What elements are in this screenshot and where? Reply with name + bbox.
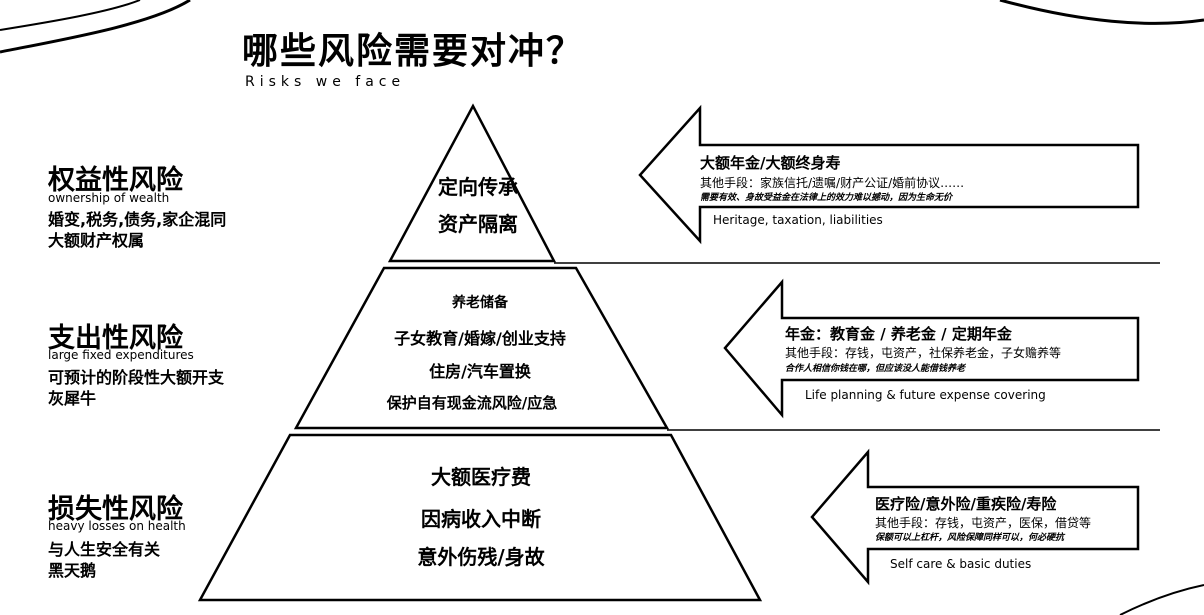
category-title-expense: 支出性风险 [48,323,183,354]
pyramid-tier-middle [293,266,670,430]
category-en-expense: large fixed expenditures [48,348,194,362]
category-line-loss-2: 黑天鹅 [48,561,97,580]
decorative-curve-left-inner [0,0,141,31]
arrow-1-title: 大额年金/大额终身寿 [700,154,841,172]
pyramid-tier-bottom [197,433,763,602]
category-en-loss: heavy losses on health [48,519,186,533]
arrow-3-note: 保额可以上杠杆，风险保障同样可以，何必硬抗 [875,533,1065,543]
arrow-1-en: Heritage, taxation, liabilities [713,213,883,227]
category-line-expense-2: 灰犀牛 [48,389,97,408]
arrow-2-note: 合作人相信你钱在哪，但应该没人能借钱养老 [785,364,966,374]
arrow-shape-1 [638,104,1140,245]
pyramid-top-item-2: 资产隔离 [438,212,518,236]
category-title-loss: 损失性风险 [48,494,183,525]
decorative-curve-bottom-right [1119,584,1204,615]
page-subtitle: Risks we face [245,74,406,90]
arrow-1-note: 需要有效、身故受益金在法律上的效力难以撼动，因为生命无价 [700,193,953,203]
arrow-shape-3 [810,448,1140,586]
arrow-2-other: 其他手段：存钱，屯资产，社保养老金，子女赡养等 [785,346,1062,360]
arrow-2-en: Life planning & future expense covering [805,388,1046,402]
pyramid-middle-item-1: 养老储备 [452,295,508,311]
arrow-2-title: 年金：教育金 / 养老金 / 定期年金 [785,325,1012,343]
decorative-curve-right [999,0,1204,25]
pyramid-top-item-1: 定向传承 [438,175,518,199]
arrow-1-other: 其他手段：家族信托/遗嘱/财产公证/婚前协议…… [700,176,965,190]
pyramid-bottom-item-1: 大额医疗费 [431,465,531,489]
pyramid-middle-item-2: 子女教育/婚嫁/创业支持 [394,329,566,348]
decorative-curve-left [0,0,191,54]
arrow-shape-2 [723,278,1140,419]
page-title: 哪些风险需要对冲？ [242,30,585,72]
pyramid-tier-top [387,103,557,263]
category-line-equity-2: 大额财产权属 [48,231,145,250]
arrow-3-en: Self care & basic duties [890,557,1032,571]
pyramid-middle-item-4: 保护自有现金流风险/应急 [386,394,558,412]
category-title-equity: 权益性风险 [48,165,183,196]
category-en-equity: ownership of wealth [48,191,170,205]
category-line-loss-1: 与人生安全有关 [48,540,161,559]
pyramid-bottom-item-3: 意外伤残/身故 [417,545,545,569]
arrow-3-title: 医疗险/意外险/重疾险/寿险 [875,495,1057,513]
category-line-expense-1: 可预计的阶段性大额开支 [48,368,225,387]
pyramid-bottom-item-2: 因病收入中断 [421,507,541,531]
arrow-3-other: 其他手段：存钱，屯资产，医保，借贷等 [875,516,1092,530]
pyramid-middle-item-3: 住房/汽车置换 [429,362,531,381]
category-line-equity-1: 婚变,税务,债务,家企混同 [48,210,227,229]
